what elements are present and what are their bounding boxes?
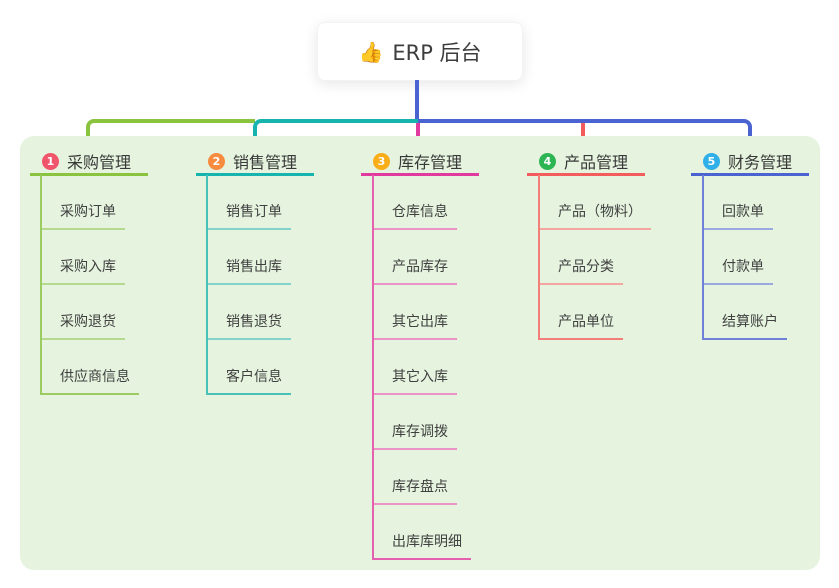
branch-node-inventory[interactable]: 3 库存管理 bbox=[361, 149, 479, 176]
child-node[interactable]: 结算账户 bbox=[704, 285, 787, 340]
badge-3: 3 bbox=[373, 152, 390, 170]
child-node[interactable]: 产品单位 bbox=[540, 285, 623, 340]
child-node[interactable]: 库存调拨 bbox=[374, 395, 457, 450]
branch-label: 财务管理 bbox=[728, 153, 793, 172]
child-node[interactable]: 产品分类 bbox=[540, 230, 623, 285]
branch-children-product: 产品（物料） 产品分类 产品单位 bbox=[538, 175, 651, 340]
child-node[interactable]: 付款单 bbox=[704, 230, 773, 285]
branch-children-purchase: 采购订单 采购入库 采购退货 供应商信息 bbox=[40, 175, 139, 395]
child-node[interactable]: 采购退货 bbox=[42, 285, 125, 340]
branch1-connector-line bbox=[86, 119, 255, 147]
badge-2: 2 bbox=[208, 152, 225, 170]
child-node[interactable]: 产品（物料） bbox=[540, 175, 651, 230]
child-node[interactable]: 供应商信息 bbox=[42, 340, 139, 395]
branches-panel bbox=[20, 136, 820, 570]
child-node[interactable]: 销售出库 bbox=[208, 230, 291, 285]
branch2-connector-line bbox=[253, 119, 418, 147]
branch5-connector-line bbox=[418, 119, 752, 147]
branch-node-purchase[interactable]: 1 采购管理 bbox=[30, 149, 148, 176]
child-node[interactable]: 其它出库 bbox=[374, 285, 457, 340]
root-connector-line bbox=[415, 80, 419, 123]
thumbs-up-icon: 👍 bbox=[358, 39, 384, 64]
root-node-label: ERP 后台 bbox=[392, 40, 482, 65]
child-node[interactable]: 产品库存 bbox=[374, 230, 457, 285]
branch-children-sales: 销售订单 销售出库 销售退货 客户信息 bbox=[206, 175, 291, 395]
branch-children-finance: 回款单 付款单 结算账户 bbox=[702, 175, 787, 340]
branch-node-finance[interactable]: 5 财务管理 bbox=[691, 149, 809, 176]
child-node[interactable]: 其它入库 bbox=[374, 340, 457, 395]
branch-children-inventory: 仓库信息 产品库存 其它出库 其它入库 库存调拨 库存盘点 出库库明细 bbox=[372, 175, 471, 560]
child-node[interactable]: 仓库信息 bbox=[374, 175, 457, 230]
badge-4: 4 bbox=[539, 152, 556, 170]
child-node[interactable]: 库存盘点 bbox=[374, 450, 457, 505]
branch-label: 库存管理 bbox=[398, 153, 463, 172]
branch-label: 采购管理 bbox=[67, 153, 132, 172]
branch4-connector-line bbox=[581, 123, 585, 147]
branch-node-sales[interactable]: 2 销售管理 bbox=[196, 149, 314, 176]
child-node[interactable]: 回款单 bbox=[704, 175, 773, 230]
branch-node-product[interactable]: 4 产品管理 bbox=[527, 149, 645, 176]
branch-label: 销售管理 bbox=[233, 153, 298, 172]
child-node[interactable]: 出库库明细 bbox=[374, 505, 471, 560]
child-node[interactable]: 客户信息 bbox=[208, 340, 291, 395]
badge-5: 5 bbox=[703, 152, 720, 170]
badge-1: 1 bbox=[42, 152, 59, 170]
child-node[interactable]: 采购入库 bbox=[42, 230, 125, 285]
child-node[interactable]: 销售退货 bbox=[208, 285, 291, 340]
branch-label: 产品管理 bbox=[564, 153, 629, 172]
child-node[interactable]: 销售订单 bbox=[208, 175, 291, 230]
child-node[interactable]: 采购订单 bbox=[42, 175, 125, 230]
root-node[interactable]: 👍 ERP 后台 bbox=[317, 22, 523, 81]
